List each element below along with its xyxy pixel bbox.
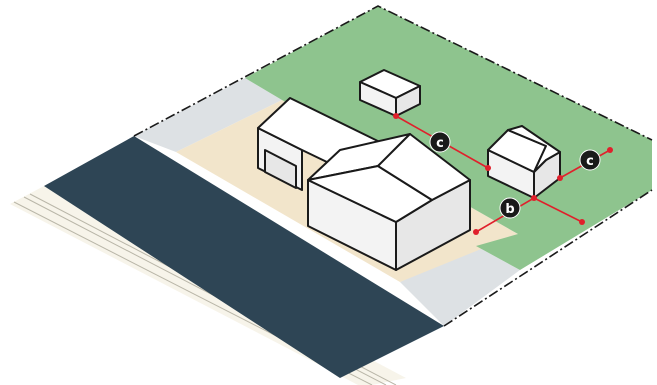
accessory-side-roof-b	[507, 125, 561, 173]
dimension-endpoint	[485, 165, 491, 171]
marker-c-left-label: c	[436, 136, 444, 151]
marker-c-left-circle	[429, 131, 451, 153]
accessory-rear-side	[395, 85, 421, 117]
house-garage-door	[264, 149, 297, 189]
property-line	[443, 189, 653, 327]
dimension-endpoint	[579, 219, 585, 225]
property-line	[133, 5, 653, 141]
dimension-endpoint	[393, 113, 399, 119]
dimension-endpoint	[557, 175, 563, 181]
marker-c-left: c	[429, 131, 451, 153]
side-yard-left	[134, 78, 282, 152]
marker-b-circle	[499, 197, 521, 219]
dimension-line-rear	[533, 197, 583, 223]
dimension-endpoint	[531, 195, 537, 201]
side-yard-right	[400, 246, 520, 326]
house-main-roof-back	[377, 133, 471, 201]
accessory-building-rear	[359, 69, 421, 117]
main-house	[257, 97, 471, 271]
marker-b: b	[499, 197, 521, 219]
marker-b-label: b	[505, 202, 514, 217]
marker-c-right: c	[579, 149, 601, 171]
dimension-endpoint	[607, 147, 613, 153]
street	[44, 136, 444, 378]
dimension-endpoint	[473, 229, 479, 235]
marker-c-right-label: c	[586, 154, 594, 169]
accessory-building-side	[487, 125, 561, 199]
marker-c-right-circle	[579, 149, 601, 171]
